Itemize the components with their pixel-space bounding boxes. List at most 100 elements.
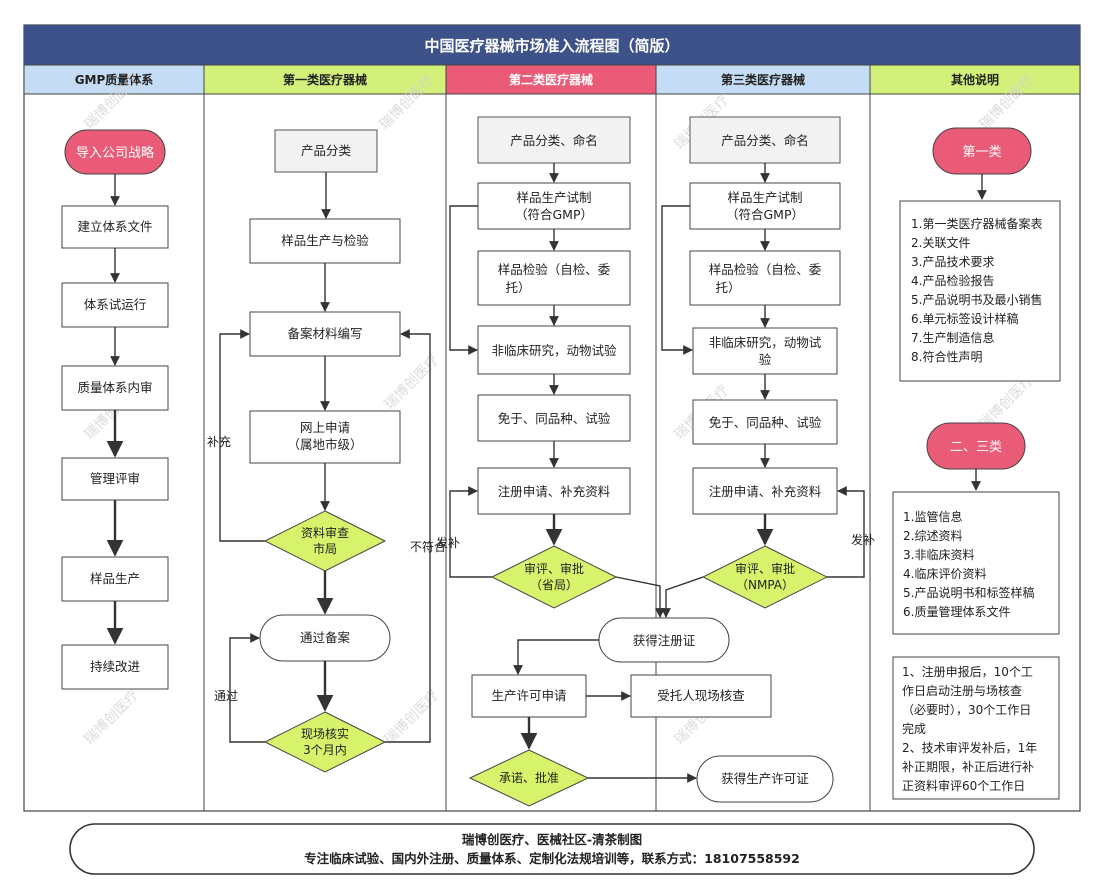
class1-review-label: 资料审查: [301, 525, 349, 540]
class3-nonclinical-label: 验: [759, 352, 772, 367]
class1-classify-box: [274, 129, 378, 173]
class1-inspect-label: 3个月内: [303, 743, 347, 757]
notes-remark-line: 补正期限，补正后进行补: [902, 760, 1034, 774]
class2-name-label: 产品分类、命名: [510, 133, 598, 148]
class3-test-label: 托）: [715, 280, 740, 295]
column-header-text: 第一类医疗器械: [283, 72, 367, 87]
notes-remark-line: （必要时），30个工作日: [902, 703, 1031, 717]
gmp-step-label: 质量体系内审: [77, 380, 152, 395]
class3-name-box: [689, 116, 841, 164]
column-header-text: GMP质量体系: [75, 72, 154, 87]
gmp-step-box: [61, 365, 169, 411]
gmp-start-label: 导入公司战略: [76, 145, 154, 161]
notes-remark-line: 完成: [902, 721, 926, 736]
notes-remark-line: 1、注册申报后，10个工: [902, 664, 1033, 679]
label-supplement: 补充: [207, 434, 231, 449]
gmp-step-label: 体系试运行: [84, 297, 147, 312]
gmp-step-box: [61, 205, 169, 249]
class2-nonclinical-label: 非临床研究，动物试验: [491, 343, 617, 358]
pass-loop: [229, 633, 265, 743]
notes-class1-item: 6.单元标签设计样稿: [911, 311, 1018, 326]
class2-onsite-label: 受托人现场核查: [657, 688, 745, 703]
class3-approve-label: （NMPA）: [736, 578, 794, 592]
class3-test-box: [689, 250, 841, 306]
header-class3: [655, 64, 871, 95]
class2-onsite-box: [630, 674, 772, 718]
header-gmp: [23, 64, 205, 95]
page-title: 中国医疗器械市场准入流程图（简版）: [424, 37, 679, 55]
header-notes: [869, 64, 1081, 95]
class3-name-label: 产品分类、命名: [721, 133, 809, 148]
class2-name-box: [477, 116, 631, 164]
gmp-step-label: 持续改进: [90, 659, 141, 674]
notes-class1-item: 8.符合性声明: [911, 349, 982, 364]
class2-cert-label: 获得注册证: [633, 633, 696, 648]
notes-class23-list: [892, 491, 1060, 635]
class1-apply-label: 网上申请: [300, 420, 350, 435]
class2-commit-diamond: [468, 749, 590, 807]
label-pass: 通过: [214, 689, 238, 703]
gmp-step-label: 建立体系文件: [77, 219, 152, 234]
class2-trial-label: 样品生产试制: [516, 190, 591, 205]
supplement-loop: [219, 329, 265, 542]
notes-class1-title: 第一类: [962, 145, 1001, 160]
class2-license-cert-node: [696, 755, 834, 803]
class2-approve-label: 审评、审批: [524, 561, 584, 576]
issue-loop: [449, 486, 492, 578]
label-fail: 不符合: [410, 539, 446, 554]
notes-remark-line: 作日启动注册与场核查: [902, 683, 1022, 698]
class1-review-label: 市局: [313, 541, 337, 556]
notes-class23-item: 3.非临床资料: [903, 548, 974, 562]
notes-class1-item: 5.产品说明书及最小销售: [911, 292, 1042, 307]
header-class1: [203, 64, 447, 95]
notes-remarks-box: [892, 656, 1060, 800]
class2-register-label: 注册申请、补充资料: [498, 484, 611, 499]
class2-license-cert-label: 获得生产许可证: [721, 771, 809, 786]
class1-classify-label: 产品分类: [301, 143, 352, 158]
class2-test-box: [477, 250, 631, 306]
fail-loop: [385, 329, 431, 743]
notes-class1-item: 3.产品技术要求: [911, 255, 994, 269]
header-class2: [445, 64, 657, 95]
class1-inspect-diamond: [263, 711, 387, 773]
gmp-step-box: [61, 457, 169, 501]
approve-to-cert: [615, 576, 665, 618]
gmp-step-box: [61, 556, 169, 602]
label-issue-class3: 发补: [851, 532, 875, 547]
class2-approve-diamond: [490, 545, 618, 609]
issue-loop: [827, 486, 865, 578]
class3-exempt-box: [692, 399, 838, 445]
notes-class23-item: 6.质量管理体系文件: [903, 604, 1010, 619]
class2-nonclinical-box: [477, 325, 631, 375]
class2-exempt-label: 免于、同品种、试验: [498, 411, 611, 426]
class1-prepare-box: [249, 311, 401, 357]
gmp-step-box: [61, 282, 169, 328]
class2-exempt-box: [477, 394, 631, 442]
notes-class23-item: 5.产品说明书和标签样稿: [903, 585, 1034, 600]
label-issue-class2: 发补: [436, 535, 460, 550]
footer-banner: [69, 823, 1035, 875]
bypass-connector: [449, 205, 478, 355]
class3-trial-label: 样品生产试制: [727, 190, 802, 205]
gmp-step-label: 管理评审: [90, 471, 140, 486]
gmp-step-box: [61, 644, 169, 690]
class3-test-label: 样品检验（自检、委: [709, 262, 822, 277]
bypass-connector: [661, 205, 693, 355]
notes-class23-item: 2.综述资料: [903, 529, 962, 543]
class3-trial-label: （符合GMP）: [726, 207, 804, 222]
notes-remark-line: 正资料审评60个工作日: [902, 778, 1025, 793]
column-header-text: 第三类医疗器械: [721, 72, 805, 87]
notes-remark-line: 2、技术审评发补后，1年: [902, 740, 1037, 755]
footer-line1: 瑞博创医疗、医械社区-清茶制图: [462, 832, 642, 847]
class3-exempt-label: 免于、同品种、试验: [709, 415, 822, 430]
class1-pass-label: 通过备案: [300, 630, 351, 645]
class2-commit-label: 承诺、批准: [499, 770, 559, 785]
column-header-text: 其他说明: [951, 72, 999, 87]
notes-class1-item: 2.关联文件: [911, 235, 970, 250]
class2-approve-label: （省局）: [530, 578, 578, 592]
class1-inspect-label: 现场核实: [301, 726, 349, 741]
class3-nonclinical-label: 非临床研究，动物试: [709, 335, 822, 350]
class1-apply-label: （属地市级）: [287, 437, 362, 452]
class3-approve-diamond: [701, 545, 829, 609]
approve3-to-cert: [661, 576, 704, 618]
